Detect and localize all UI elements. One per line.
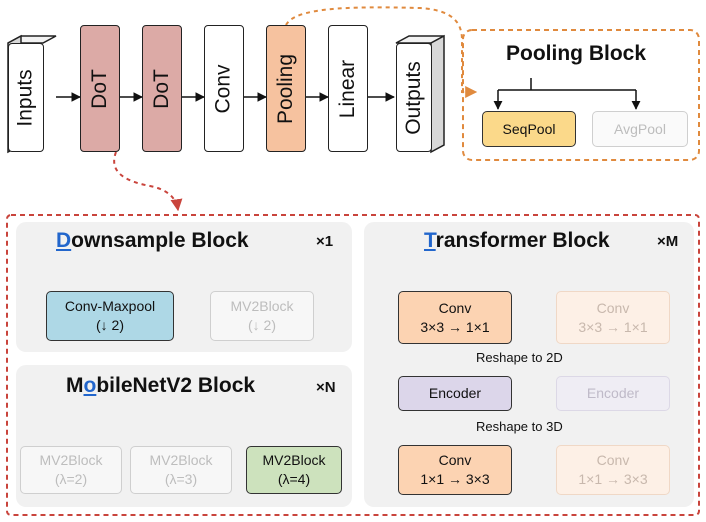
stage-inputs-label: Inputs	[14, 68, 37, 127]
conv-maxpool-node: Conv-Maxpool (↓ 2)	[46, 291, 174, 341]
stage-dot-2-label: DoT	[150, 68, 173, 109]
reshape-3d-label: Reshape to 3D	[476, 419, 563, 434]
conv-top-line1: Conv	[438, 299, 472, 316]
pooling-block-title: Pooling Block	[506, 42, 647, 65]
transformer-multiplier: ×M	[657, 233, 679, 250]
conv-top-line2: 3×3 → 1×1	[420, 318, 490, 335]
mv2block-l2-line2: (λ=2)	[54, 471, 88, 487]
stage-conv-label: Conv	[212, 63, 235, 114]
avgpool-node: AvgPool	[592, 111, 688, 147]
conv-top-node: Conv 3×3 → 1×1	[398, 291, 512, 344]
encoder-label: Encoder	[428, 385, 482, 401]
encoder-node: Encoder	[398, 376, 512, 411]
pooling-tree	[493, 78, 641, 110]
mobilenet-title: MobileNetV2 Block	[66, 374, 255, 398]
stage-outputs-label: Outputs	[402, 60, 426, 135]
dot-link	[113, 151, 183, 212]
conv-bottom-line2: 1×1 → 3×3	[420, 471, 490, 487]
transformer-title-accent: T	[424, 229, 436, 252]
downsample-multiplier: ×1	[316, 233, 334, 250]
mv2block-l3-line1: MV2Block	[149, 452, 213, 468]
pooling-link	[285, 6, 478, 98]
stage-pooling-label: Pooling	[274, 53, 297, 124]
pooling-block-frame	[462, 29, 700, 161]
mobilenet-title-accent: o	[83, 374, 97, 397]
mv2block-l3-node: MV2Block (λ=3)	[130, 446, 232, 494]
mv2block-downsample-line1: MV2Block	[230, 298, 294, 314]
stage-conv: Conv	[204, 25, 244, 152]
stage-dot-1: DoT	[80, 25, 120, 152]
mv2block-downsample-node: MV2Block (↓ 2)	[210, 291, 314, 341]
mobilenet-multiplier: ×N	[316, 379, 336, 396]
conv-bottom-line1: Conv	[438, 452, 472, 468]
stage-dot-2: DoT	[142, 25, 182, 152]
conv-top-faded-node: Conv 3×3 → 1×1	[556, 291, 670, 344]
conv-maxpool-line2: (↓ 2)	[96, 317, 124, 333]
mobilenet-title-pre: M	[66, 374, 84, 397]
conv-bottom-faded-line1: Conv	[596, 452, 630, 468]
outputs-box-side	[430, 34, 445, 154]
downsample-title-rest: ownsample Block	[71, 229, 249, 252]
mv2block-l4-line2: (λ=4)	[277, 471, 311, 487]
stage-dot-1-label: DoT	[88, 68, 111, 109]
mv2block-l4-line1: MV2Block	[262, 452, 326, 468]
stage-linear: Linear	[328, 25, 368, 152]
stage-outputs: Outputs	[396, 43, 432, 152]
transformer-title: Transformer Block	[424, 229, 610, 253]
encoder-faded-label: Encoder	[586, 385, 640, 401]
mv2block-l2-node: MV2Block (λ=2)	[20, 446, 122, 494]
seqpool-label: SeqPool	[502, 120, 556, 137]
downsample-title-accent: D	[56, 229, 72, 252]
dot-block-frame	[6, 214, 700, 516]
avgpool-label: AvgPool	[614, 120, 666, 137]
mv2block-l3-line2: (λ=3)	[164, 471, 198, 487]
conv-top-faded-line1: Conv	[596, 299, 630, 316]
conv-bottom-faded-node: Conv 1×1 → 3×3	[556, 445, 670, 495]
stage-linear-label: Linear	[336, 59, 360, 118]
stage-inputs: Inputs	[8, 43, 44, 152]
mv2block-l2-line1: MV2Block	[39, 452, 103, 468]
mobilenet-title-rest: bileNetV2 Block	[96, 374, 256, 397]
conv-bottom-node: Conv 1×1 → 3×3	[398, 445, 512, 495]
reshape-2d-label: Reshape to 2D	[476, 350, 563, 365]
conv-bottom-faded-line2: 1×1 → 3×3	[578, 471, 648, 487]
conv-top-faded-line2: 3×3 → 1×1	[578, 318, 648, 335]
downsample-title: Downsample Block	[56, 229, 249, 253]
mv2block-downsample-line2: (↓ 2)	[248, 317, 276, 333]
encoder-faded-node: Encoder	[556, 376, 670, 411]
conv-maxpool-line1: Conv-Maxpool	[64, 298, 156, 314]
stage-pooling: Pooling	[266, 25, 306, 152]
seqpool-node: SeqPool	[482, 111, 576, 147]
mv2block-l4-node: MV2Block (λ=4)	[246, 446, 342, 494]
transformer-title-rest: ransformer Block	[435, 229, 610, 252]
